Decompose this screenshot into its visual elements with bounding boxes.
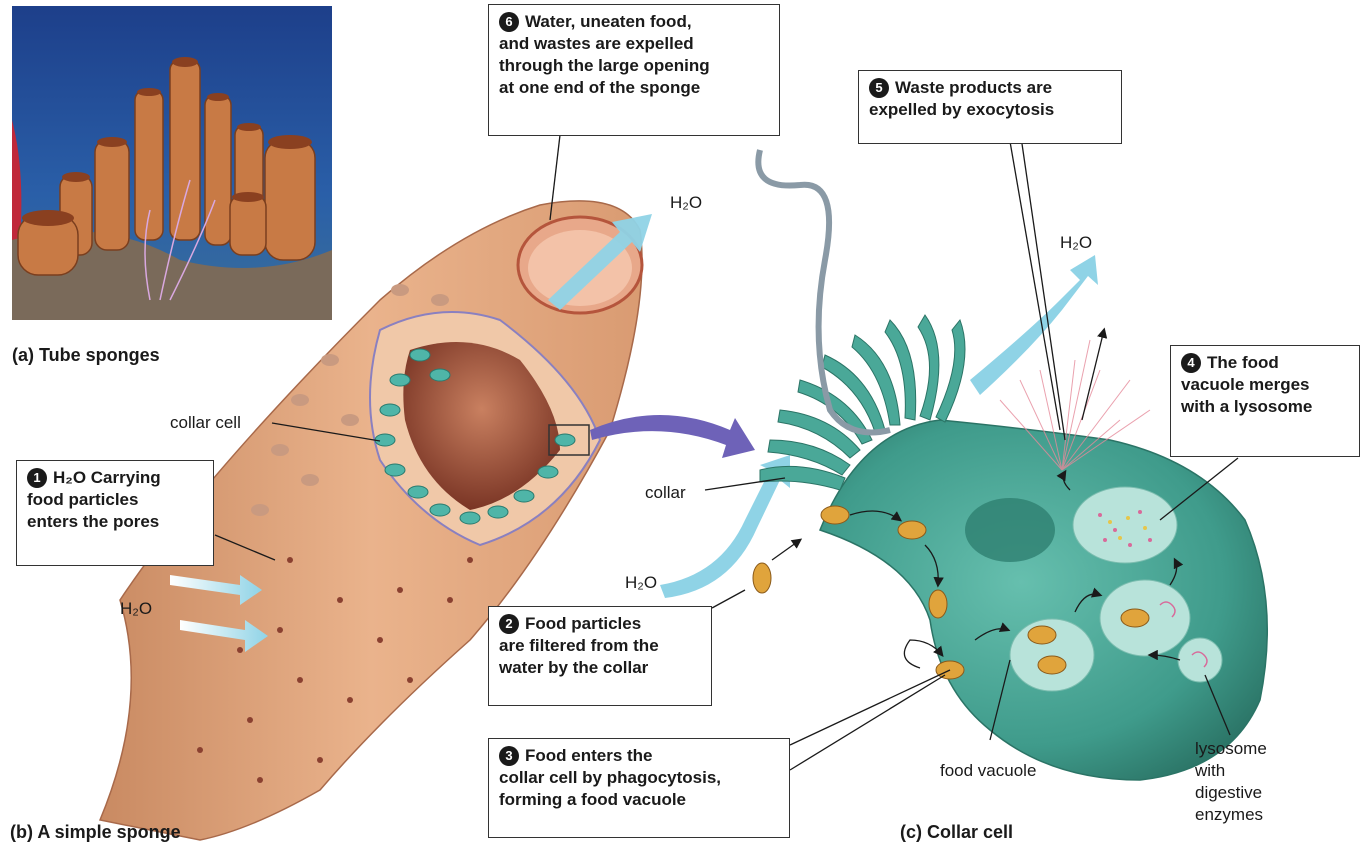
- lysosome-line-1: lysosome: [1195, 739, 1267, 758]
- lysosome-vesicle: [1177, 637, 1223, 683]
- leader-lines: [214, 129, 1239, 771]
- step-4-box: 4 The food vacuole merges with a lysosome: [1170, 345, 1360, 457]
- step-2-number: 2: [499, 614, 519, 634]
- step-3-line-3: forming a food vacuole: [499, 790, 687, 809]
- step-5-line-2: expelled by exocytosis: [869, 100, 1055, 119]
- step-5-line-1: Waste products are: [895, 78, 1053, 97]
- step-3-line-2: collar cell by phagocytosis,: [499, 768, 722, 787]
- step-4-number: 4: [1181, 353, 1201, 373]
- caption-collar-cell: (c) Collar cell: [900, 822, 1014, 842]
- step-1-line-3: enters the pores: [27, 512, 160, 531]
- step-5-box: 5 Waste products are expelled by exocytos…: [858, 70, 1122, 144]
- step-2-box: 2 Food particles are filtered from the wa…: [488, 606, 712, 706]
- label-h2o-pores: H₂O: [120, 599, 153, 618]
- collar-cell: [752, 149, 1269, 781]
- step-6-number: 6: [499, 12, 519, 32]
- step-4-line-2: vacuole merges: [1181, 375, 1310, 394]
- tube-sponge-photo: [12, 6, 332, 320]
- label-h2o-cell: H₂O: [1060, 233, 1093, 252]
- caption-tube-sponges: (a) Tube sponges: [12, 345, 160, 365]
- label-h2o-collar: H₂O: [625, 573, 658, 592]
- step-3-box: 3 Food enters the collar cell by phagocyt…: [488, 738, 790, 838]
- label-food-vacuole: food vacuole: [940, 761, 1037, 780]
- step-3-line-1: Food enters the: [525, 746, 653, 765]
- lysosome-line-4: enzymes: [1195, 805, 1264, 824]
- step-6-line-4: at one end of the sponge: [499, 78, 701, 97]
- zoom-pointer-arrow: [590, 415, 755, 458]
- label-collar: collar: [645, 483, 686, 502]
- step-1-line-1: H₂O Carrying: [53, 468, 161, 487]
- simple-sponge-body: [98, 200, 644, 841]
- label-collar-cell: collar cell: [170, 413, 241, 432]
- nucleus: [965, 498, 1055, 562]
- step-2-line-3: water by the collar: [499, 658, 649, 677]
- lysosome-line-2: with: [1195, 761, 1226, 780]
- lysosome-line-3: digestive: [1195, 783, 1263, 802]
- food-vacuole-merged: [1072, 486, 1178, 564]
- flagellum: [755, 149, 891, 436]
- step-6-box: 6 Water, uneaten food, and wastes are exp…: [488, 4, 780, 136]
- step-6-line-3: through the large opening: [499, 56, 710, 75]
- step-6-line-2: and wastes are expelled: [499, 34, 694, 53]
- step-4-line-1: The food: [1207, 353, 1279, 372]
- step-1-box: 1 H₂O Carrying food particles enters the …: [16, 460, 214, 566]
- step-2-line-1: Food particles: [525, 614, 642, 633]
- step-4-line-3: with a lysosome: [1181, 397, 1313, 416]
- step-2-line-2: are filtered from the: [499, 636, 659, 655]
- label-h2o-osculum: H₂O: [670, 193, 703, 212]
- step-1-number: 1: [27, 468, 47, 488]
- step-6-line-1: Water, uneaten food,: [525, 12, 692, 31]
- caption-simple-sponge: (b) A simple sponge: [10, 822, 181, 842]
- step-3-number: 3: [499, 746, 519, 766]
- label-lysosome: lysosome with digestive enzymes: [1195, 738, 1267, 826]
- step-1-line-2: food particles: [27, 490, 139, 509]
- step-5-number: 5: [869, 78, 889, 98]
